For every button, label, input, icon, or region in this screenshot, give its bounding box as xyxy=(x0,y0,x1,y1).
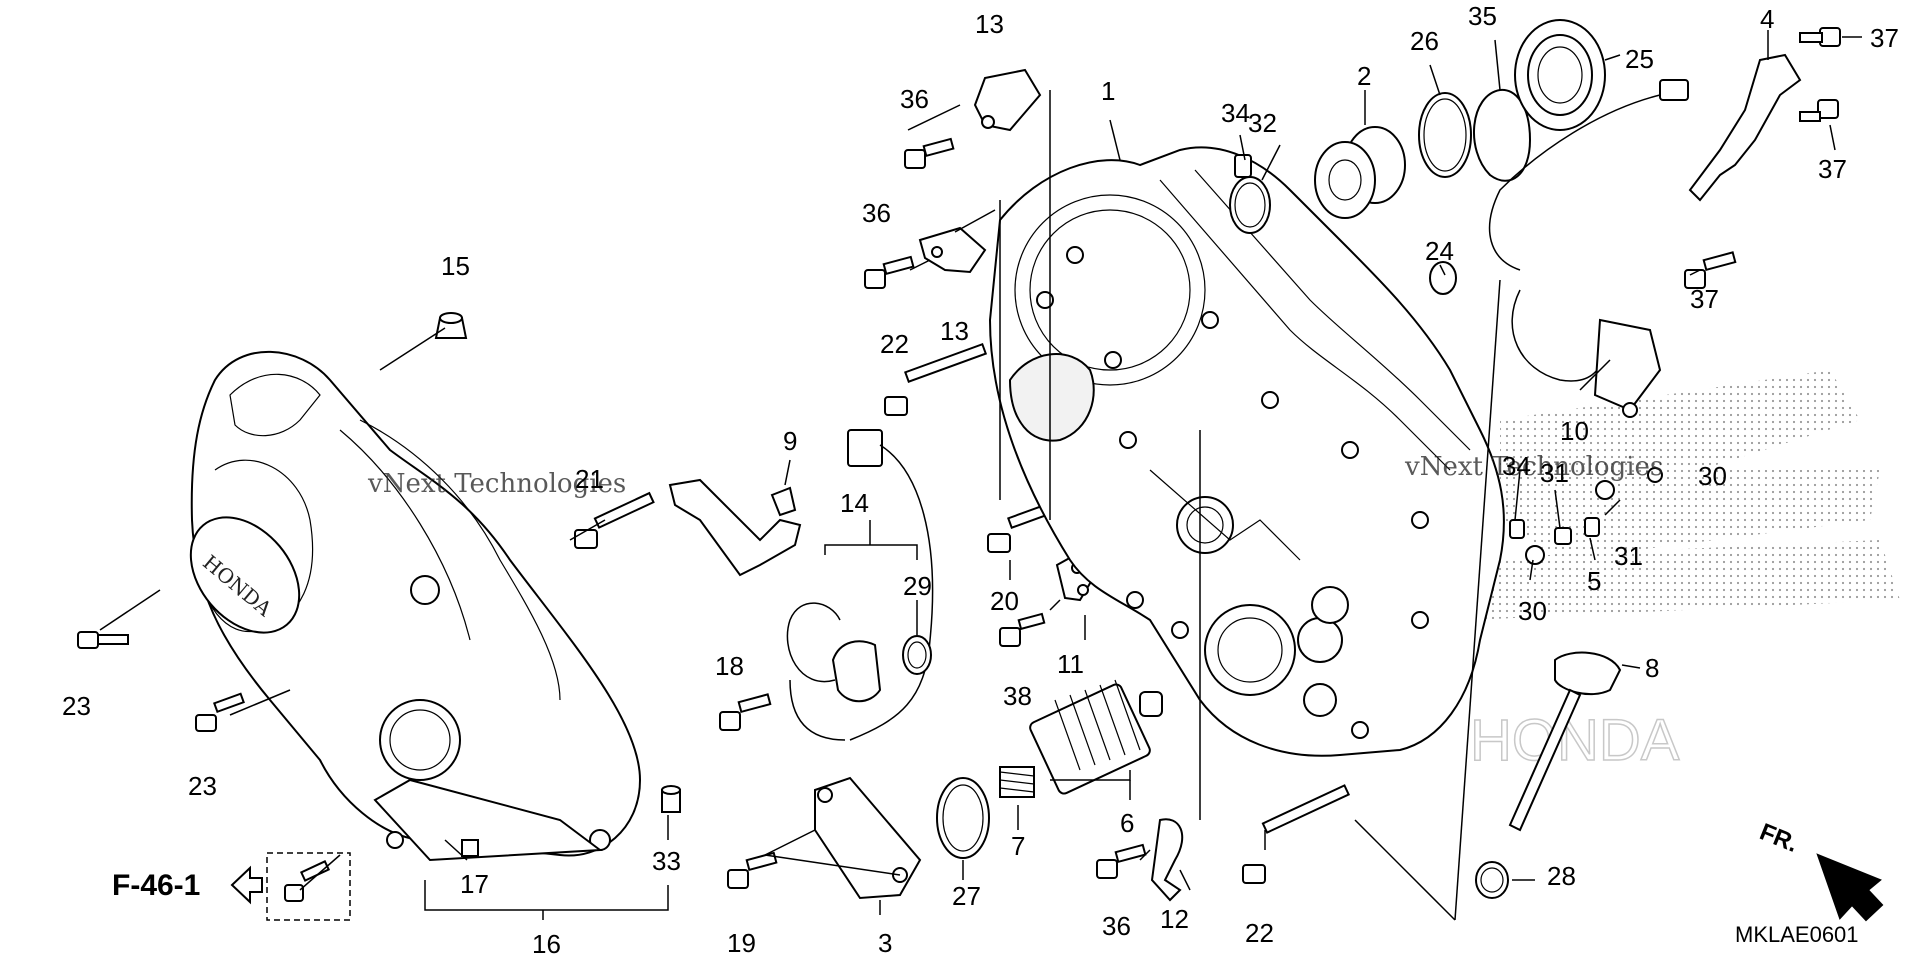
callout-13-top: 13 xyxy=(975,9,1004,39)
callout-14: 14 xyxy=(840,488,869,518)
watermark-right: vNext Technologies xyxy=(1404,452,1663,482)
callout-12: 12 xyxy=(1160,904,1189,934)
diagram-code: MKLAE0601 xyxy=(1735,922,1859,947)
watermarks: vNext Technologies vNext Technologies xyxy=(367,452,1663,499)
callout-34-top: 34 xyxy=(1221,98,1250,128)
background-wing-logo: HONDA xyxy=(1440,370,1900,774)
front-direction-arrow xyxy=(1816,853,1884,922)
callout-37-bottom: 37 xyxy=(1690,284,1719,314)
callout-33: 33 xyxy=(652,846,681,876)
callout-36-top: 36 xyxy=(900,84,929,114)
callout-38: 38 xyxy=(1003,681,1032,711)
callout-8: 8 xyxy=(1645,653,1659,683)
left-cover: HONDA xyxy=(189,350,642,862)
cross-ref-arrow xyxy=(230,865,263,905)
callout-35: 35 xyxy=(1468,1,1497,31)
callout-6: 6 xyxy=(1120,808,1134,838)
callout-19: 19 xyxy=(727,928,756,958)
callout-22-bottom: 22 xyxy=(1245,918,1274,948)
callout-16: 16 xyxy=(532,929,561,959)
callout-1: 1 xyxy=(1101,76,1115,106)
callout-21: 21 xyxy=(575,464,604,494)
bolt-21 xyxy=(574,491,655,549)
callout-9: 9 xyxy=(783,426,797,456)
callout-18: 18 xyxy=(715,651,744,681)
bolt-in-box xyxy=(284,860,331,902)
callout-29: 29 xyxy=(903,571,932,601)
callout-25: 25 xyxy=(1625,44,1654,74)
callout-23-lower: 23 xyxy=(188,771,217,801)
callout-24: 24 xyxy=(1425,236,1454,266)
callout-2: 2 xyxy=(1357,61,1371,91)
grommet-17 xyxy=(461,839,479,857)
callout-13-bottom: 13 xyxy=(940,316,969,346)
top-right-parts xyxy=(1229,19,1884,922)
callout-17: 17 xyxy=(460,869,489,899)
middle-parts xyxy=(668,68,1351,902)
callout-3: 3 xyxy=(878,928,892,958)
left-small-parts xyxy=(77,312,681,921)
callout-28: 28 xyxy=(1547,861,1576,891)
callout-4: 4 xyxy=(1760,4,1774,34)
cross-reference-label: F-46-1 xyxy=(112,869,200,902)
cover-badge xyxy=(189,516,301,634)
callout-37-top: 37 xyxy=(1870,23,1899,53)
callout-5: 5 xyxy=(1587,566,1601,596)
cross-ref-box xyxy=(266,852,351,921)
callout-26: 26 xyxy=(1410,26,1439,56)
front-direction-label: FR. xyxy=(1756,818,1802,858)
callout-31-upper: 31 xyxy=(1540,458,1569,488)
callout-37-middle: 37 xyxy=(1818,154,1847,184)
callout-labels: 1 2 3 4 5 6 7 8 9 10 11 12 13 13 14 15 1… xyxy=(62,1,1899,959)
callout-23-upper: 23 xyxy=(62,691,91,721)
callout-36-bottom: 36 xyxy=(1102,911,1131,941)
callout-30-lower: 30 xyxy=(1518,596,1547,626)
callout-32: 32 xyxy=(1248,108,1277,138)
background-logo-text: HONDA xyxy=(1470,708,1680,773)
callout-34-right: 34 xyxy=(1502,451,1531,481)
leader-lines xyxy=(99,30,1862,921)
callout-36-middle: 36 xyxy=(862,198,891,228)
callout-15: 15 xyxy=(441,251,470,281)
spring-7 xyxy=(999,766,1035,798)
callout-30-upper: 30 xyxy=(1698,461,1727,491)
callout-31-lower: 31 xyxy=(1614,541,1643,571)
callout-10: 10 xyxy=(1560,416,1589,446)
right-crankcase-cover xyxy=(988,146,1505,757)
bolt-23-upper xyxy=(77,631,129,649)
watermark-left: vNext Technologies xyxy=(367,469,626,499)
callout-20: 20 xyxy=(990,586,1019,616)
oil-filter-6 xyxy=(1029,679,1151,795)
callout-11: 11 xyxy=(1057,649,1084,679)
bolt-23-lower xyxy=(195,692,245,732)
callout-22-top: 22 xyxy=(880,329,909,359)
callout-7: 7 xyxy=(1011,831,1025,861)
callout-27: 27 xyxy=(952,881,981,911)
